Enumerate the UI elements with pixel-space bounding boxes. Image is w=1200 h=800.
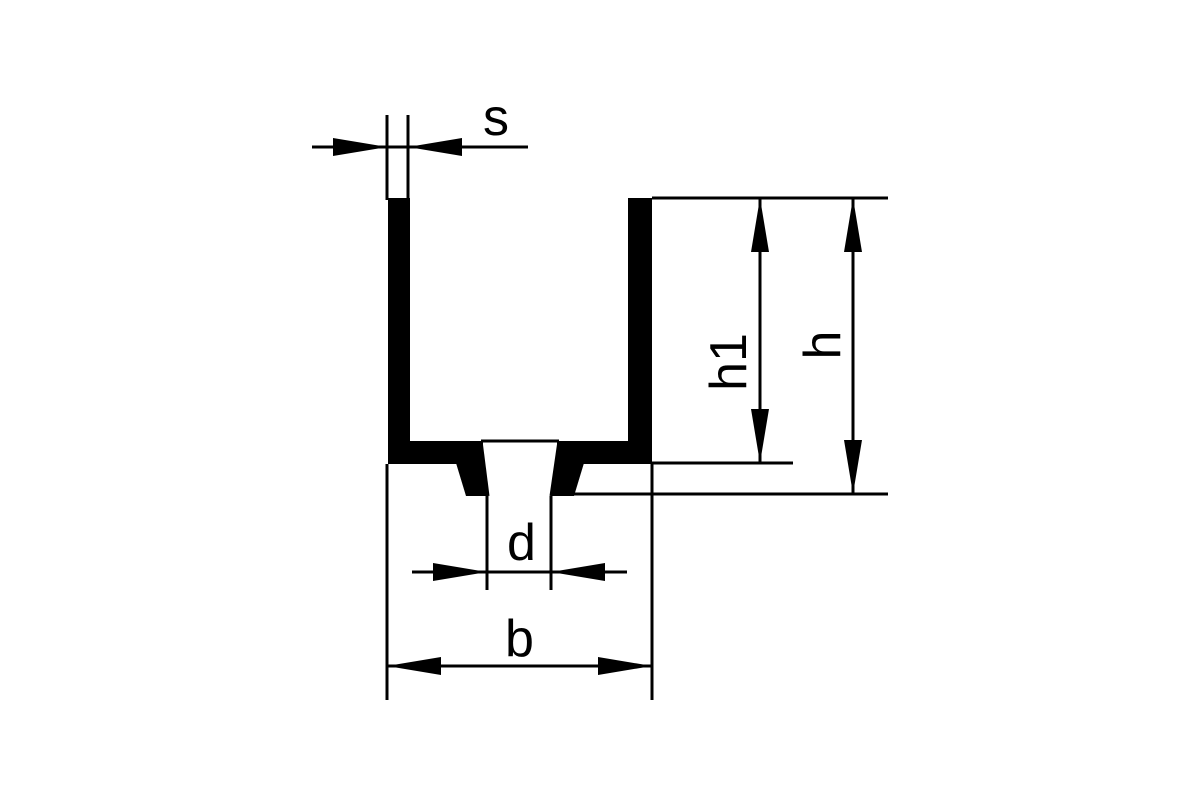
bottom-web-left: [388, 441, 483, 464]
s-arrow-right: [408, 138, 462, 156]
label-h: h: [794, 331, 852, 360]
height-extension-lines: [574, 196, 888, 496]
right-wall: [628, 198, 652, 464]
dimension-h1: h1: [700, 198, 769, 463]
b-arrow-right: [598, 657, 652, 675]
hole-outline-right: [549, 440, 561, 497]
s-arrow-left: [333, 138, 387, 156]
h1-arrow-top: [751, 198, 769, 252]
d-arrow-left: [433, 563, 487, 581]
label-s: s: [483, 89, 509, 147]
dimension-s: s: [312, 89, 528, 200]
hole-outline: [479, 440, 490, 497]
dimension-h: h: [794, 198, 862, 494]
h-arrow-bottom: [844, 440, 862, 494]
dimension-d: d: [412, 496, 627, 590]
hole-flange-left: [456, 463, 488, 496]
dimension-b: b: [385, 464, 654, 700]
bottom-web-right: [557, 441, 652, 464]
hole-flange-right: [551, 463, 584, 496]
h1-arrow-bottom: [751, 409, 769, 463]
d-arrow-right: [551, 563, 605, 581]
h-arrow-top: [844, 198, 862, 252]
label-b: b: [505, 610, 534, 668]
label-d: d: [507, 514, 536, 572]
left-wall: [388, 198, 410, 464]
u-profile-section: [388, 198, 652, 497]
label-h1: h1: [700, 333, 758, 391]
b-arrow-left: [387, 657, 441, 675]
